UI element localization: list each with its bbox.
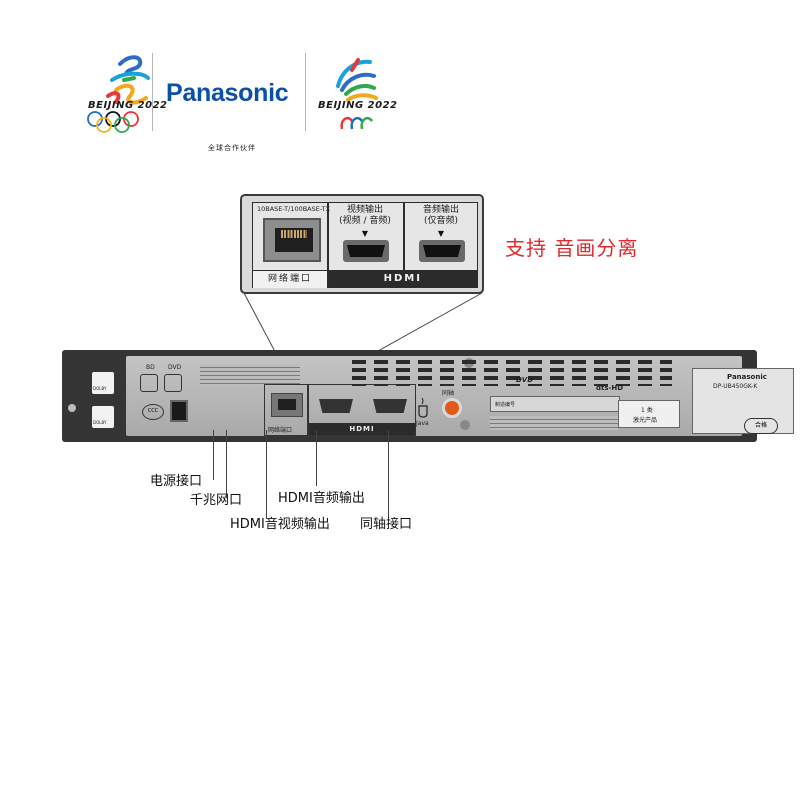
network-port-label: 网络端口 xyxy=(268,427,293,434)
olympic-logo-text: BEIJING 2022 xyxy=(88,100,168,111)
hdmi-ports-box: HDMI xyxy=(308,384,416,436)
port-zoom-inset: 10BASE-T/100BASE-TX 网络端口 视频输出 (视频 / 音频) … xyxy=(240,194,484,294)
ventilation-slots xyxy=(352,360,672,386)
blu-ray-player-rear: DOLBY DOLBY BD DVD CCC 网络端口 HDMI Java xyxy=(62,350,794,442)
callout-line-coax xyxy=(388,430,389,518)
audio-out-arrow: ▼ xyxy=(437,229,445,238)
dts-hd-logo: dts-HD xyxy=(596,384,624,392)
hdmi-video-port-zoom xyxy=(343,240,389,262)
rear-screw-left xyxy=(68,404,76,412)
model-label: Panasonic DP-UB450GK-K xyxy=(692,368,794,434)
header-logos: BEIJING 2022 Panasonic 全球合作伙伴 BEIJING 20… xyxy=(80,45,400,155)
power-socket[interactable] xyxy=(170,400,188,422)
laser-class-label: 1 类 激光产品 xyxy=(618,400,680,428)
inset-separator-2 xyxy=(403,203,405,270)
beijing-2022-olympic-emblem xyxy=(106,55,150,105)
inset-port-panel: 10BASE-T/100BASE-TX 网络端口 视频输出 (视频 / 音频) … xyxy=(252,202,478,288)
callout-line-hdmi-audio xyxy=(316,430,317,486)
coaxial-port[interactable] xyxy=(442,398,462,418)
callout-coaxial: 同轴接口 xyxy=(360,517,413,532)
ethernet-port-box: 网络端口 xyxy=(264,384,308,436)
feature-caption: 支持 音画分离 xyxy=(505,236,639,260)
callout-line-hdmi-video xyxy=(266,430,267,518)
ccc-mark: CCC xyxy=(142,404,164,420)
java-cup-icon xyxy=(418,397,428,418)
dolby-vision-logo: DOLBY xyxy=(92,406,114,428)
callout-line-ethernet xyxy=(226,430,227,498)
hdmi-label-bar: HDMI xyxy=(309,423,415,435)
ethernet-port[interactable] xyxy=(271,393,303,417)
panasonic-logo: Panasonic xyxy=(166,79,289,107)
panel-screw-bottom xyxy=(460,420,470,430)
paralympic-logo-text: BEIJING 2022 xyxy=(318,100,398,111)
rj45-port-zoom xyxy=(263,218,321,262)
audio-out-label: 音频输出 (仅音频) xyxy=(422,205,459,226)
video-out-label: 视频输出 (视频 / 音频) xyxy=(339,205,391,226)
hdmi-label-bar-zoom: HDMI xyxy=(328,270,477,287)
warning-text-block xyxy=(200,364,300,386)
bd-label: BD xyxy=(146,364,155,371)
ethernet-spec-label: 10BASE-T/100BASE-TX xyxy=(257,205,331,213)
coax-label: 同轴 xyxy=(442,390,455,397)
serial-number-panel: 制造编号 xyxy=(490,396,620,412)
callout-line-power xyxy=(213,430,214,480)
agitos-icon xyxy=(340,117,374,130)
inset-separator xyxy=(327,203,329,287)
dvd-label: DVD xyxy=(168,364,182,371)
hdmi-audio-port[interactable] xyxy=(373,399,407,413)
bd-logo-icon xyxy=(140,374,158,392)
callout-power: 电源接口 xyxy=(150,474,203,489)
info-text-block xyxy=(490,416,618,430)
hdmi-audio-port-zoom xyxy=(419,240,465,262)
global-partner-text: 全球合作伙伴 xyxy=(208,144,256,152)
olympic-rings-icon xyxy=(87,111,139,133)
dolby-audio-logo: DOLBY xyxy=(92,372,114,394)
dvd-video-logo: DVD xyxy=(516,376,534,384)
dvd-logo-icon xyxy=(164,374,182,392)
callout-hdmi-av: HDMI音视频输出 xyxy=(230,517,330,532)
logo-divider-right xyxy=(305,53,306,131)
pass-certificate: 合格 xyxy=(744,418,778,434)
hdmi-video-port[interactable] xyxy=(319,399,353,413)
callout-gigabit-ethernet: 千兆网口 xyxy=(190,493,243,508)
logo-divider-left xyxy=(152,53,153,131)
rear-panel: BD DVD CCC 网络端口 HDMI Java 同轴 xyxy=(126,356,794,436)
callout-hdmi-audio: HDMI音频输出 xyxy=(278,491,365,506)
video-out-arrow: ▼ xyxy=(361,229,369,238)
beijing-2022-paralympic-emblem xyxy=(336,58,378,102)
network-port-label-zoom: 网络端口 xyxy=(253,270,327,288)
java-logo: Java xyxy=(416,420,429,427)
